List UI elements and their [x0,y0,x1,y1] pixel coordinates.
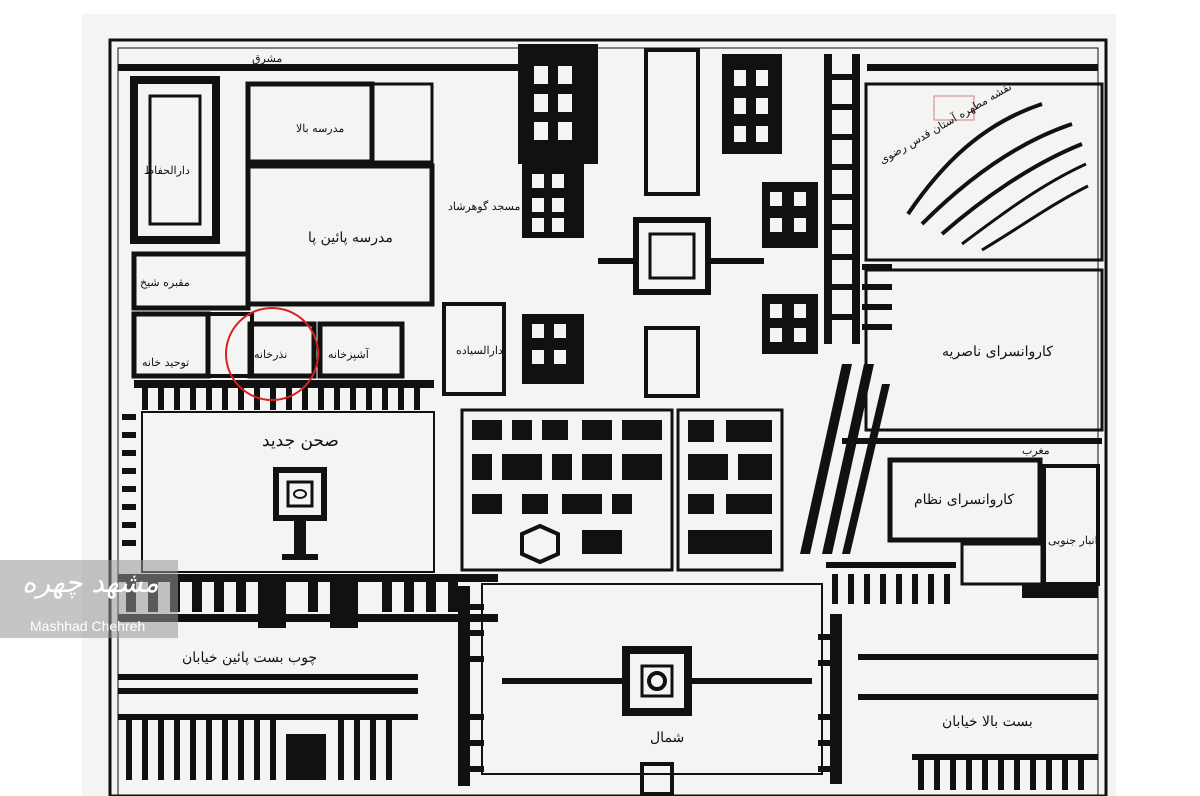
east-arcade [824,54,892,344]
bazaar-paeen [118,674,418,780]
label-ashpaz-khane: آشپزخانه [328,348,370,361]
label-madrese-paeen-pa: مدرسه پائین پا [308,230,393,246]
watermark-text: Mashhad Chehreh [30,618,146,634]
label-maghreb: مغرب [1022,444,1050,457]
shrine-central-complex [442,302,784,572]
label-sahn-atiq: شمال [650,730,684,746]
red-stamp [933,95,975,121]
nazr-khane-room [247,321,317,379]
label-nazr-khane: نذرخانه [254,348,287,361]
maqbare-room [131,251,251,311]
map-frame [108,38,1108,796]
caravanserai-nezam [887,457,1043,543]
corridor-room [370,82,434,164]
watermark-badge: مشهد چهره Mashhad Chehreh [0,560,178,638]
label-tavil-khane: توحید خانه [142,356,189,369]
label-maqbare: مقبره شیخ [140,276,190,289]
diagonal-street [800,364,890,554]
cartouche-box [864,82,1104,262]
madrese-left-block [130,76,220,244]
anbar-jonubi-box [1042,464,1100,586]
cartouche-calligraphy [906,102,1089,252]
ashpaz-khane-room [317,321,405,379]
label-anbar-jonubi: انبار جنوبی [1048,534,1098,547]
shrine-plan-map: صحن جدید شمال مدرسه پائین پا مدرسه بالا … [108,38,1108,796]
bast-bala-bazaar [858,654,1098,790]
masjid-goharshad [522,164,818,398]
saqqakhane-jadid [273,467,327,560]
label-bast-paeen: چوب بست پائین خیابان [182,650,317,666]
east-lower-arcade [826,562,1098,604]
sahn-jadid-courtyard [141,411,435,573]
label-mashreq: مشرق [252,52,282,65]
label-cartouche: نقشه مطهره آستان قدس رضوی [877,80,1014,167]
east-divider [842,438,1102,444]
sahn-atiq-courtyard [481,583,823,775]
highlight-circle [225,307,319,401]
sahn-jadid-north-arcade [134,380,434,410]
map-inner-frame [117,47,1099,796]
map-sheet: صحن جدید شمال مدرسه پائین پا مدرسه بالا … [82,14,1116,796]
label-madrese-bala: مدرسه بالا [296,122,344,135]
label-bast-bala: بست بالا خیابان [942,714,1033,730]
north-wall [118,64,548,71]
sahn-atiq-west-arcade [458,586,484,786]
haram-core [518,44,782,196]
nazr-room [206,312,254,378]
madrese-paeen-pa-room [245,163,435,307]
label-masjid-goharshad: مسجد گوهرشاد [448,200,520,213]
label-dar-al-sayada: دارالسیاده [456,344,503,357]
label-caravanserai-nezam: کاروانسرای نظام [914,492,1014,508]
watermark-logo: مشهد چهره [22,566,159,599]
saqqakhane-atiq [502,646,812,796]
label-dar-al-hefaz: دارالحفاظ [144,164,190,177]
caravanserai-naseriye [864,268,1104,432]
sahn-jadid-west-arcade [122,414,136,546]
label-sahn-jadid: صحن جدید [262,431,339,451]
label-caravanserai-naseriye: کاروانسرای ناصریه [942,344,1053,360]
north-wall-east [867,64,1098,71]
madrese-left-inner [148,94,202,226]
small-room-east [960,542,1044,586]
sahn-atiq-east-arcade [818,614,842,784]
